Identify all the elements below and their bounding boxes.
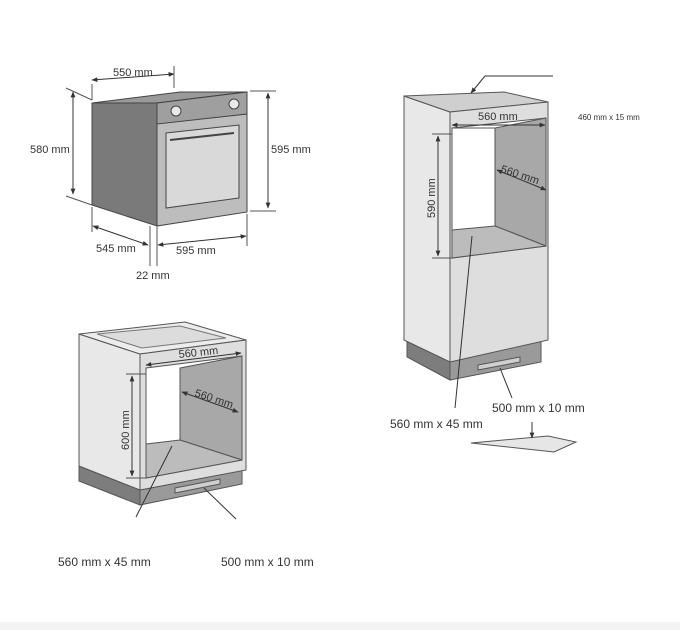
uc-shelf-opening-label: 560 mm x 45 mm [58, 555, 151, 569]
dim-oven-top-width [91, 72, 175, 82]
oven-width-bottom-label: 595 mm [176, 245, 216, 257]
uc-plinth-opening-label: 500 mm x 10 mm [221, 555, 314, 569]
oven-control-panel [156, 91, 248, 125]
tall-floor-plate [470, 435, 578, 453]
oven-knob-left [170, 105, 182, 117]
ext-line [65, 87, 93, 101]
oven-offset-label: 22 mm [136, 270, 170, 282]
oven-knob-right [228, 98, 240, 110]
tall-side-panel [403, 95, 451, 363]
dim-tall-niche-depth [496, 169, 547, 191]
oven-side [91, 102, 158, 227]
oven-height-left-label: 580 mm [30, 144, 70, 156]
oven-height-right-label: 595 mm [271, 144, 311, 156]
uc-niche-height-label: 600 mm [120, 410, 132, 450]
uc-worktop-inset [96, 325, 227, 349]
tall-niche-width-label: 560 mm [478, 111, 518, 123]
uc-shelf-opening-leader [135, 445, 173, 518]
uc-niche-width-label: 560 mm [178, 345, 219, 361]
oven-depth-label: 545 mm [96, 243, 136, 255]
dim-oven-bottom-width [157, 234, 247, 247]
vent-arrow [470, 75, 486, 94]
uc-plinth-slot [174, 478, 221, 494]
oven-door-window [165, 124, 240, 209]
ext-line [65, 195, 93, 206]
tall-shelf-opening-label: 560 mm x 45 mm [390, 417, 483, 431]
tall-niche-height-label: 590 mm [426, 178, 438, 218]
tall-plinth-opening-label: 500 mm x 10 mm [492, 401, 585, 415]
oven-width-top-label: 550 mm [113, 67, 153, 79]
footer-band [0, 622, 680, 630]
dim-uc-niche-width [145, 351, 242, 367]
tall-plinth-slot [477, 356, 521, 371]
dim-uc-niche-depth [181, 391, 239, 413]
tall-top-vent-label: 460 mm x 15 mm [578, 113, 640, 122]
under-counter-drawing: 560 mm 560 mm 600 mm 560 mm x 45 mm 500 … [58, 321, 314, 569]
uc-plinth-opening-leader [203, 487, 237, 520]
oven-drawing: 550 mm 580 mm 595 mm 545 mm 595 mm 22 mm [30, 66, 311, 282]
dim-oven-depth [92, 225, 149, 246]
oven-door-handle [169, 132, 235, 141]
tall-plinth-opening-leader [499, 367, 513, 399]
tall-shelf-opening-leader [454, 235, 473, 409]
tall-cabinet-drawing: 460 mm x 15 mm 560 mm 560 mm 590 mm 560 … [390, 75, 640, 453]
